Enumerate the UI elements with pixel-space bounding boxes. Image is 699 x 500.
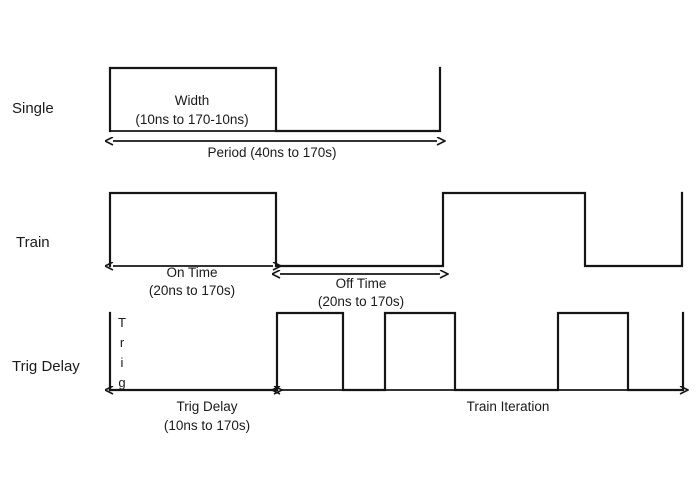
off-time-range-label: (20ns to 170s) (318, 294, 404, 309)
trig-delay-range-label: (10ns to 170s) (164, 418, 250, 433)
trig-vertical-letter-g: g (118, 375, 125, 390)
row-label-train: Train (16, 234, 50, 251)
off-time-label: Off Time (336, 276, 387, 291)
train-iteration-label: Train Iteration (467, 399, 550, 414)
waveform-single (108, 66, 442, 133)
width-range-label: (10ns to 170-10ns) (135, 112, 248, 127)
period-label: Period (40ns to 170s) (207, 145, 336, 160)
waveform-trig-delay-pulses (275, 311, 685, 392)
width-label: Width (175, 93, 210, 108)
row-label-single: Single (12, 100, 54, 117)
trig-vertical-letter-t: T (118, 315, 126, 330)
waveform-train (108, 191, 684, 268)
on-time-range-label: (20ns to 170s) (149, 283, 235, 298)
row-label-trig-delay: Trig Delay (12, 358, 80, 375)
trig-delay-dimension-label: Trig Delay (176, 399, 237, 414)
trig-vertical-letter-r: r (120, 335, 125, 350)
on-time-label: On Time (166, 265, 217, 280)
trig-vertical-letter-i: i (121, 355, 124, 370)
